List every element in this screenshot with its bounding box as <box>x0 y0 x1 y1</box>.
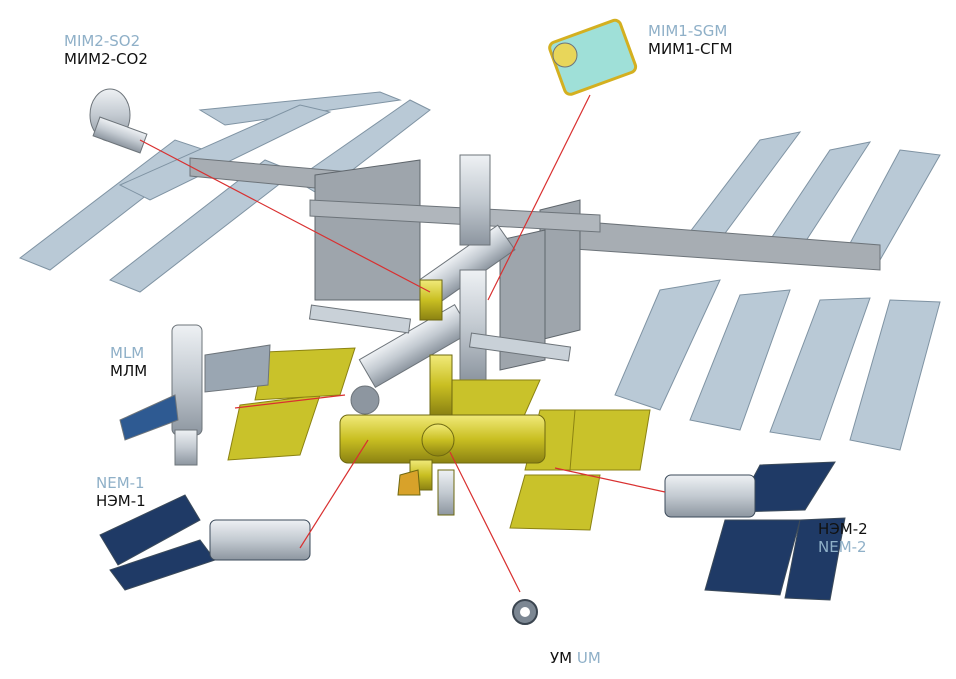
label-mim2-ru: МИМ2-СО2 <box>64 50 148 68</box>
leader-line-nem2 <box>554 467 666 493</box>
mim1-module <box>548 18 638 96</box>
russian-modules <box>339 279 546 516</box>
label-mim1-ru: МИМ1-СГМ <box>648 40 733 58</box>
right-solar-arrays <box>614 131 941 451</box>
radiators <box>314 159 581 371</box>
label-nem2-ru: НЭМ-2 <box>818 520 868 538</box>
label-mim1: MIM1-SGM МИМ1-СГМ <box>648 22 733 58</box>
label-mlm-ru: МЛМ <box>110 362 148 380</box>
label-mim2-en: MIM2-SO2 <box>64 32 141 50</box>
label-mlm-en: MLM <box>110 344 145 362</box>
label-nem2: НЭМ-2 NEM-2 <box>818 520 868 556</box>
nem2-module <box>664 461 846 601</box>
label-um-ru: УМ <box>550 649 573 667</box>
mim2-module <box>89 88 148 154</box>
label-nem1: NEM-1 НЭМ-1 <box>96 474 146 510</box>
leader-lines <box>139 94 666 593</box>
leader-line-mlm <box>234 394 346 409</box>
central-modules <box>308 154 572 415</box>
leader-line-um <box>449 451 521 593</box>
mlm-module <box>119 324 271 466</box>
leader-line-mim2 <box>139 139 431 293</box>
label-mim1-en: MIM1-SGM <box>648 22 728 40</box>
label-um: УМ UM <box>550 649 601 667</box>
leader-line-mim1 <box>487 94 591 301</box>
um-module <box>512 599 538 625</box>
label-mlm: MLM МЛМ <box>110 344 147 380</box>
nem1-module <box>99 494 311 591</box>
leader-line-nem1 <box>299 439 369 549</box>
central-truss <box>309 199 601 233</box>
label-mim2: MIM2-SO2 МИМ2-СО2 <box>64 32 148 68</box>
label-um-en: UM <box>576 649 601 667</box>
label-nem2-en: NEM-2 <box>818 538 867 556</box>
label-nem1-en: NEM-1 <box>96 474 145 492</box>
label-nem1-ru: НЭМ-1 <box>96 492 146 510</box>
